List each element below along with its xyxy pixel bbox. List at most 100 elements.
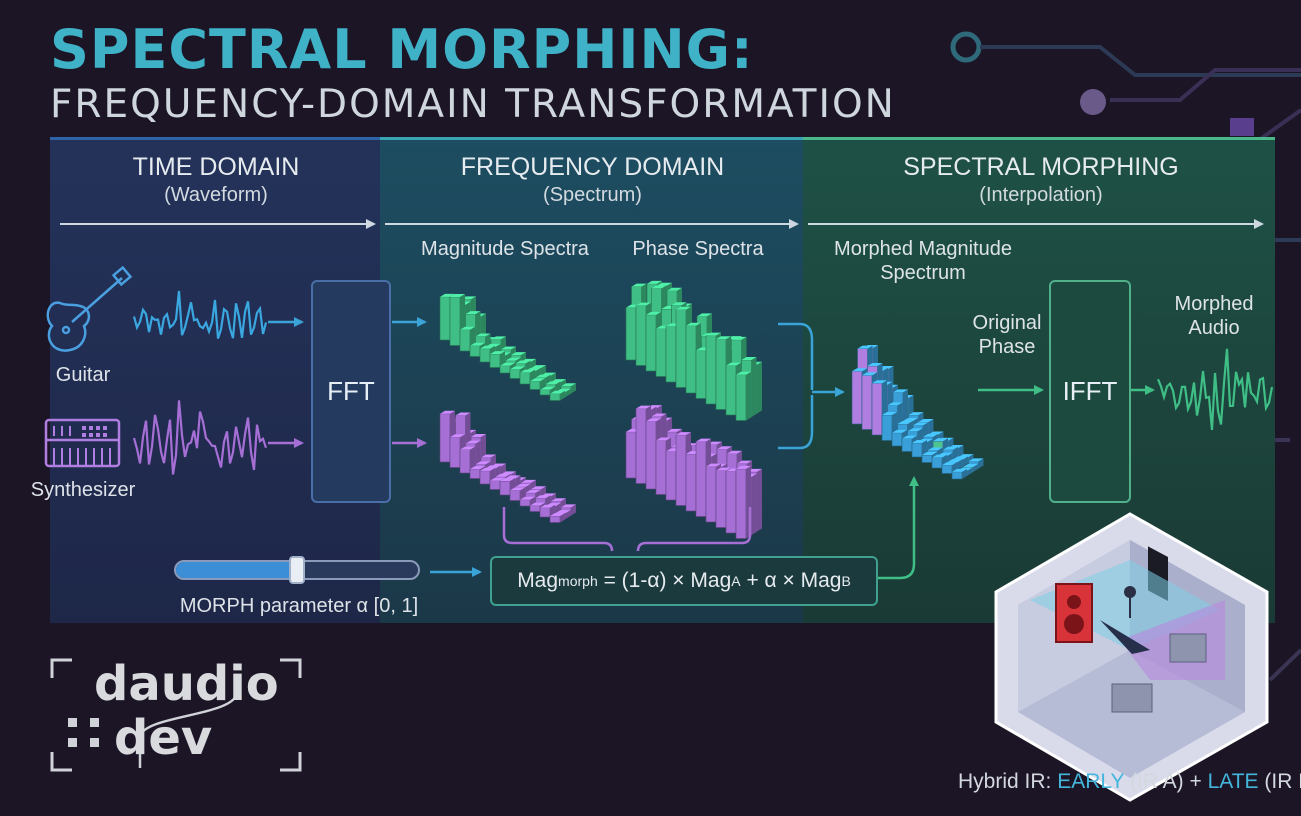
spectrum-bar	[951, 471, 963, 480]
spectrum-bar-top	[520, 369, 535, 373]
caption-prefix: Hybrid IR:	[958, 770, 1058, 793]
spectrum-bar-top	[897, 420, 913, 424]
spectrum-bar-top	[460, 326, 475, 330]
spectrum-bar	[539, 507, 551, 518]
spectrum-bar-top	[540, 504, 555, 508]
spectrum-bar	[539, 389, 551, 396]
spectrum-bar-top	[550, 512, 565, 516]
phase-spectra-label: Phase Spectra	[632, 238, 764, 260]
frequency-domain-header: FREQUENCY DOMAIN (Spectrum)	[385, 153, 800, 207]
spectrum-bar-top	[491, 336, 506, 340]
spectrum-bar-top	[631, 283, 647, 287]
spectrum-bar-top	[963, 464, 978, 467]
ifft-label: IFFT	[1062, 376, 1118, 406]
spectrum-bar-top	[531, 486, 546, 490]
morphed-audio-line1: Morphed	[1174, 293, 1254, 315]
spectrum-bar-top	[867, 363, 883, 367]
morphed-audio-label: Morphed Audio	[1164, 292, 1264, 340]
spectrum-bar-top	[561, 504, 576, 508]
spectrum-bar-top	[947, 459, 963, 463]
spectrum-bar	[509, 490, 521, 501]
spectrum-bar-top	[927, 447, 943, 451]
spectrum-bar	[635, 305, 647, 366]
spectrum-bar-top	[470, 342, 485, 346]
spectrum-bar-top	[657, 282, 672, 286]
spectrum-bar-side	[565, 388, 571, 397]
spectrum-bar-top	[913, 422, 928, 426]
spectrum-bar-top	[922, 452, 937, 456]
spectrum-bar-top	[501, 471, 516, 475]
spectrum-bar-top	[500, 362, 515, 366]
spectrum-bar	[665, 326, 677, 383]
spectrum-bar-top	[656, 437, 671, 441]
spectrum-bar-top	[893, 389, 908, 393]
formula-lhs: Mag	[517, 569, 559, 592]
spectrum-bar	[675, 309, 687, 388]
spectrum-bar-top	[535, 495, 551, 499]
spectrum-bar-top	[887, 402, 903, 406]
spectrum-bar-top	[490, 351, 505, 355]
spectrum-bar	[851, 370, 863, 425]
spectrum-bar	[519, 372, 531, 385]
spectrum-bar	[715, 338, 727, 410]
formula-term-b: + α × Mag	[740, 569, 842, 592]
spectrum-bar-top	[500, 478, 515, 482]
spectrum-bar-top	[455, 412, 471, 416]
spectrum-bar-side	[565, 510, 571, 519]
spectrum-bar-top	[510, 487, 525, 491]
spectrum-bar-top	[686, 322, 701, 326]
spectrum-bar-top	[450, 434, 465, 438]
spectrum-bar-top	[636, 405, 651, 409]
formula-to-morph-arrow	[876, 476, 919, 580]
room-illustration	[994, 512, 1269, 802]
spectrum-bar	[725, 365, 737, 416]
spectrum-bar-top	[953, 456, 968, 460]
spectrum-bar	[529, 380, 541, 390]
spectrum-bar-top	[736, 465, 751, 469]
spectrum-bar	[449, 436, 461, 468]
spectrum-bar-top	[933, 438, 948, 442]
spectrum-bar	[715, 470, 727, 528]
caption-early: EARLY	[1057, 770, 1125, 793]
spectrum-bar	[499, 480, 511, 496]
spectrum-bar	[459, 449, 471, 474]
spectrum-bar	[509, 369, 521, 379]
spectrum-bar-top	[651, 285, 667, 289]
spectrum-bar	[685, 453, 697, 512]
spectrum-bar	[519, 499, 531, 507]
spectrum-bar-top	[737, 460, 752, 464]
spectrum-bar-top	[968, 458, 984, 462]
spectrum-bar-top	[646, 311, 661, 315]
spectrum-bar-top	[545, 381, 561, 385]
spectrum-bar-top	[530, 378, 545, 382]
spectrum-bar	[645, 314, 657, 372]
spectrum-bar-top	[555, 510, 571, 514]
spectrum-bar-side	[751, 473, 757, 535]
spectrum-bar-top	[465, 440, 481, 444]
spectrum-bar	[549, 515, 561, 523]
magnitude-bracket	[502, 507, 614, 552]
morph-slider[interactable]	[174, 556, 420, 584]
spectrum-bar-side	[962, 468, 967, 479]
spectrum-bar-side	[571, 383, 576, 394]
spectrum-bar-top	[515, 483, 531, 487]
spectrum-bar-top	[651, 413, 667, 417]
morph-slider-thumb[interactable]	[289, 556, 305, 584]
spectrum-bar-side	[500, 351, 505, 368]
morph-parameter-label: MORPH parameter α [0, 1]	[179, 595, 419, 617]
spectrum-bar-top	[857, 345, 873, 349]
spectrum-bar-top	[908, 412, 924, 416]
spectrum-bar-side	[751, 356, 757, 417]
spectrum-bar	[635, 408, 647, 484]
synth-magnitude-spectrum	[439, 410, 576, 523]
spectrum-bar-top	[706, 332, 721, 336]
spectrum-bar-side	[957, 459, 963, 470]
spectrum-bar-top	[943, 446, 958, 450]
spectrum-bar	[529, 505, 541, 512]
caption-suffix: (IR B)	[1264, 770, 1301, 793]
spectrum-bar-top	[696, 438, 711, 442]
spectrum-bar-top	[515, 360, 531, 364]
spectrum-bar	[479, 470, 491, 485]
spectrum-bar-side	[560, 512, 565, 523]
